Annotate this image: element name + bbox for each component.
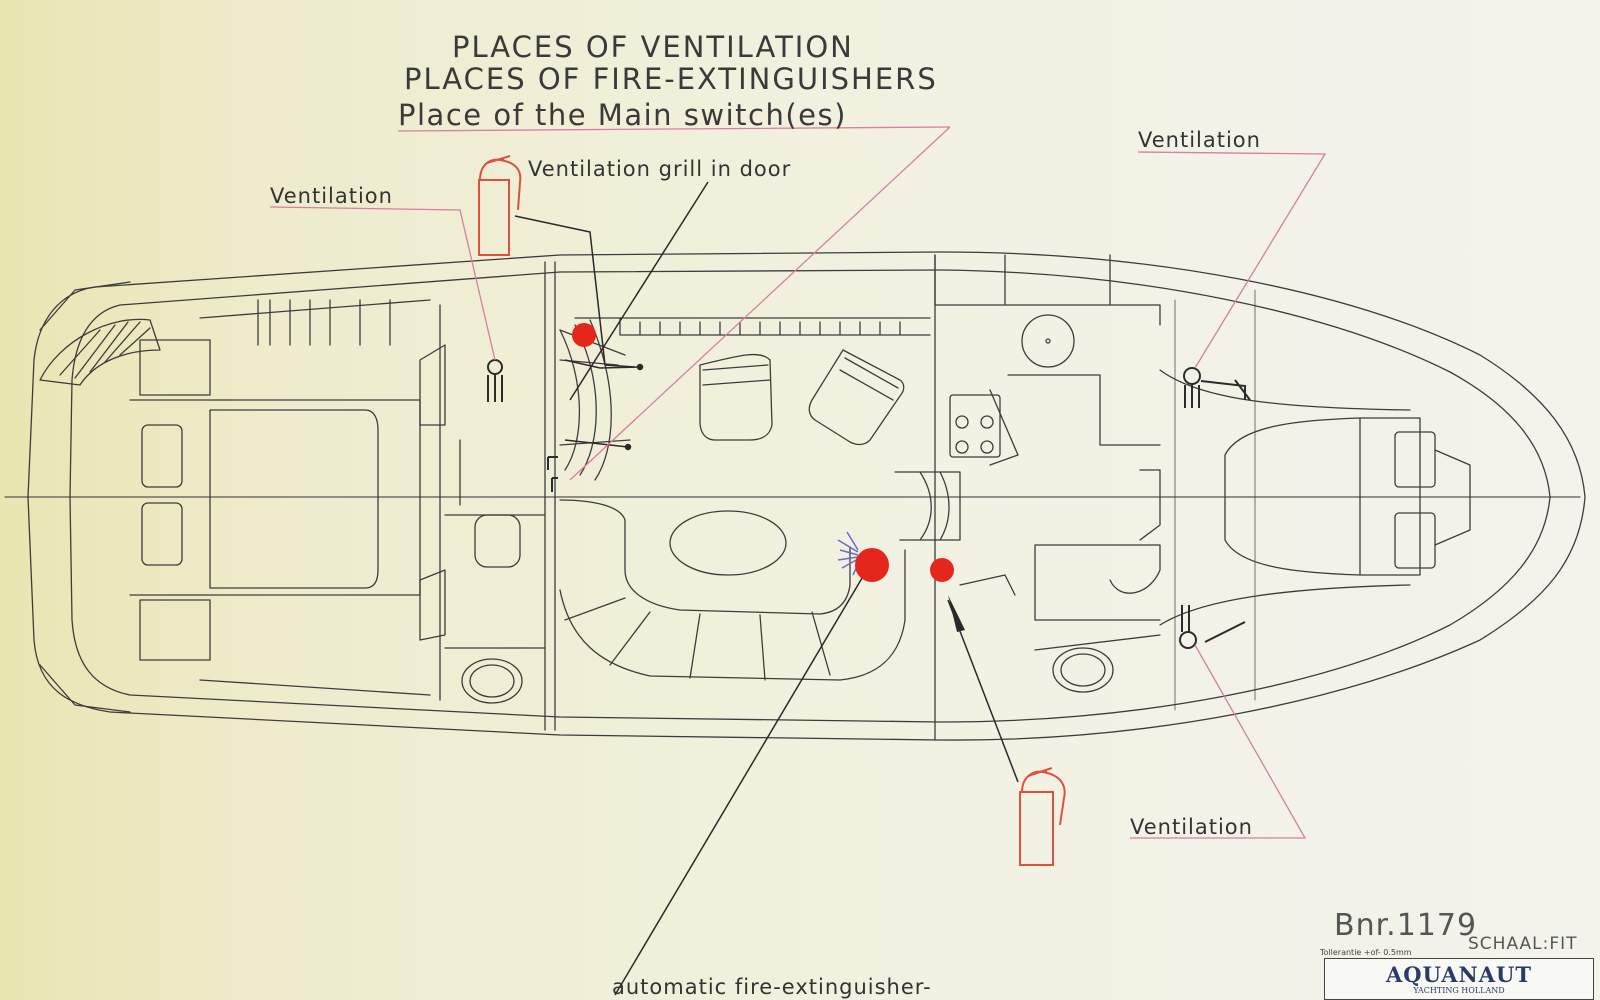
hull-outline	[27, 251, 1586, 741]
ventilation-fwd-top-label: Ventilation	[1138, 128, 1261, 152]
vent-fwd-bottom-leader	[1130, 644, 1307, 839]
main-switch-marker-fwd	[930, 558, 954, 582]
aft-seat	[209, 409, 379, 589]
title-line-1: PLACES OF VENTILATION	[452, 30, 854, 64]
saloon-settee	[559, 499, 906, 681]
brand-subtitle: YACHTING HOLLAND	[1413, 986, 1505, 995]
vent-icon-fwd-top	[1183, 367, 1201, 408]
ventilation-fwd-bottom-label: Ventilation	[1130, 815, 1253, 839]
tolerance-note: Tollerantie +of- 0.5mm	[1320, 948, 1412, 957]
extinguisher-aft-icon	[478, 155, 522, 256]
auto-extinguisher-label: automatic fire-extinguisher-	[612, 975, 932, 999]
title-line-3: Place of the Main switch(es)	[398, 98, 847, 132]
scale-note: SCHAAL:FIT	[1468, 934, 1578, 954]
sink-galley	[1021, 314, 1075, 368]
vent-aft-leader	[269, 206, 496, 361]
vent-fwd-top-leader	[1137, 151, 1327, 369]
vent-icon-fwd-bottom	[1179, 605, 1197, 649]
main-switch-leader	[569, 126, 951, 481]
title-underline	[397, 126, 951, 132]
shower-rays	[837, 531, 861, 576]
extinguisher-aft-leader	[514, 215, 636, 368]
extinguisher-fwd-icon	[1019, 767, 1066, 866]
aft-stairs	[39, 318, 161, 386]
cockpit-rim	[39, 281, 131, 713]
vent-icon-aft	[487, 359, 503, 402]
saloon-chair-2	[808, 349, 905, 446]
brand-logo: AQUANAUT	[1386, 962, 1532, 987]
main-switch-marker-aft	[572, 323, 596, 347]
title-line-2: PLACES OF FIRE-EXTINGUISHERS	[404, 62, 938, 96]
grill-leader	[569, 181, 709, 401]
auto-extinguisher-leader	[614, 567, 869, 996]
grill-icon	[547, 456, 558, 492]
pointer-triangle	[948, 595, 965, 632]
saloon-chair-1	[699, 353, 773, 441]
drawing-number: Bnr.1179	[1334, 908, 1478, 943]
basin-aft	[461, 658, 523, 704]
auto-extinguisher-marker	[855, 548, 889, 582]
toilet-aft	[474, 514, 521, 568]
ventilation-aft-label: Ventilation	[270, 184, 393, 208]
ventilation-grill-label: Ventilation grill in door	[528, 157, 792, 181]
saloon-table	[669, 510, 787, 576]
galley-stove	[949, 394, 1001, 458]
hull-inner	[69, 269, 1551, 723]
title-block: Bnr.1179 Tollerantie +of- 0.5mm SCHAAL:F…	[1318, 908, 1600, 1000]
basin-fwd	[1052, 647, 1114, 693]
brand-box: AQUANAUT YACHTING HOLLAND	[1324, 958, 1594, 1000]
forward-berth	[1224, 417, 1421, 576]
